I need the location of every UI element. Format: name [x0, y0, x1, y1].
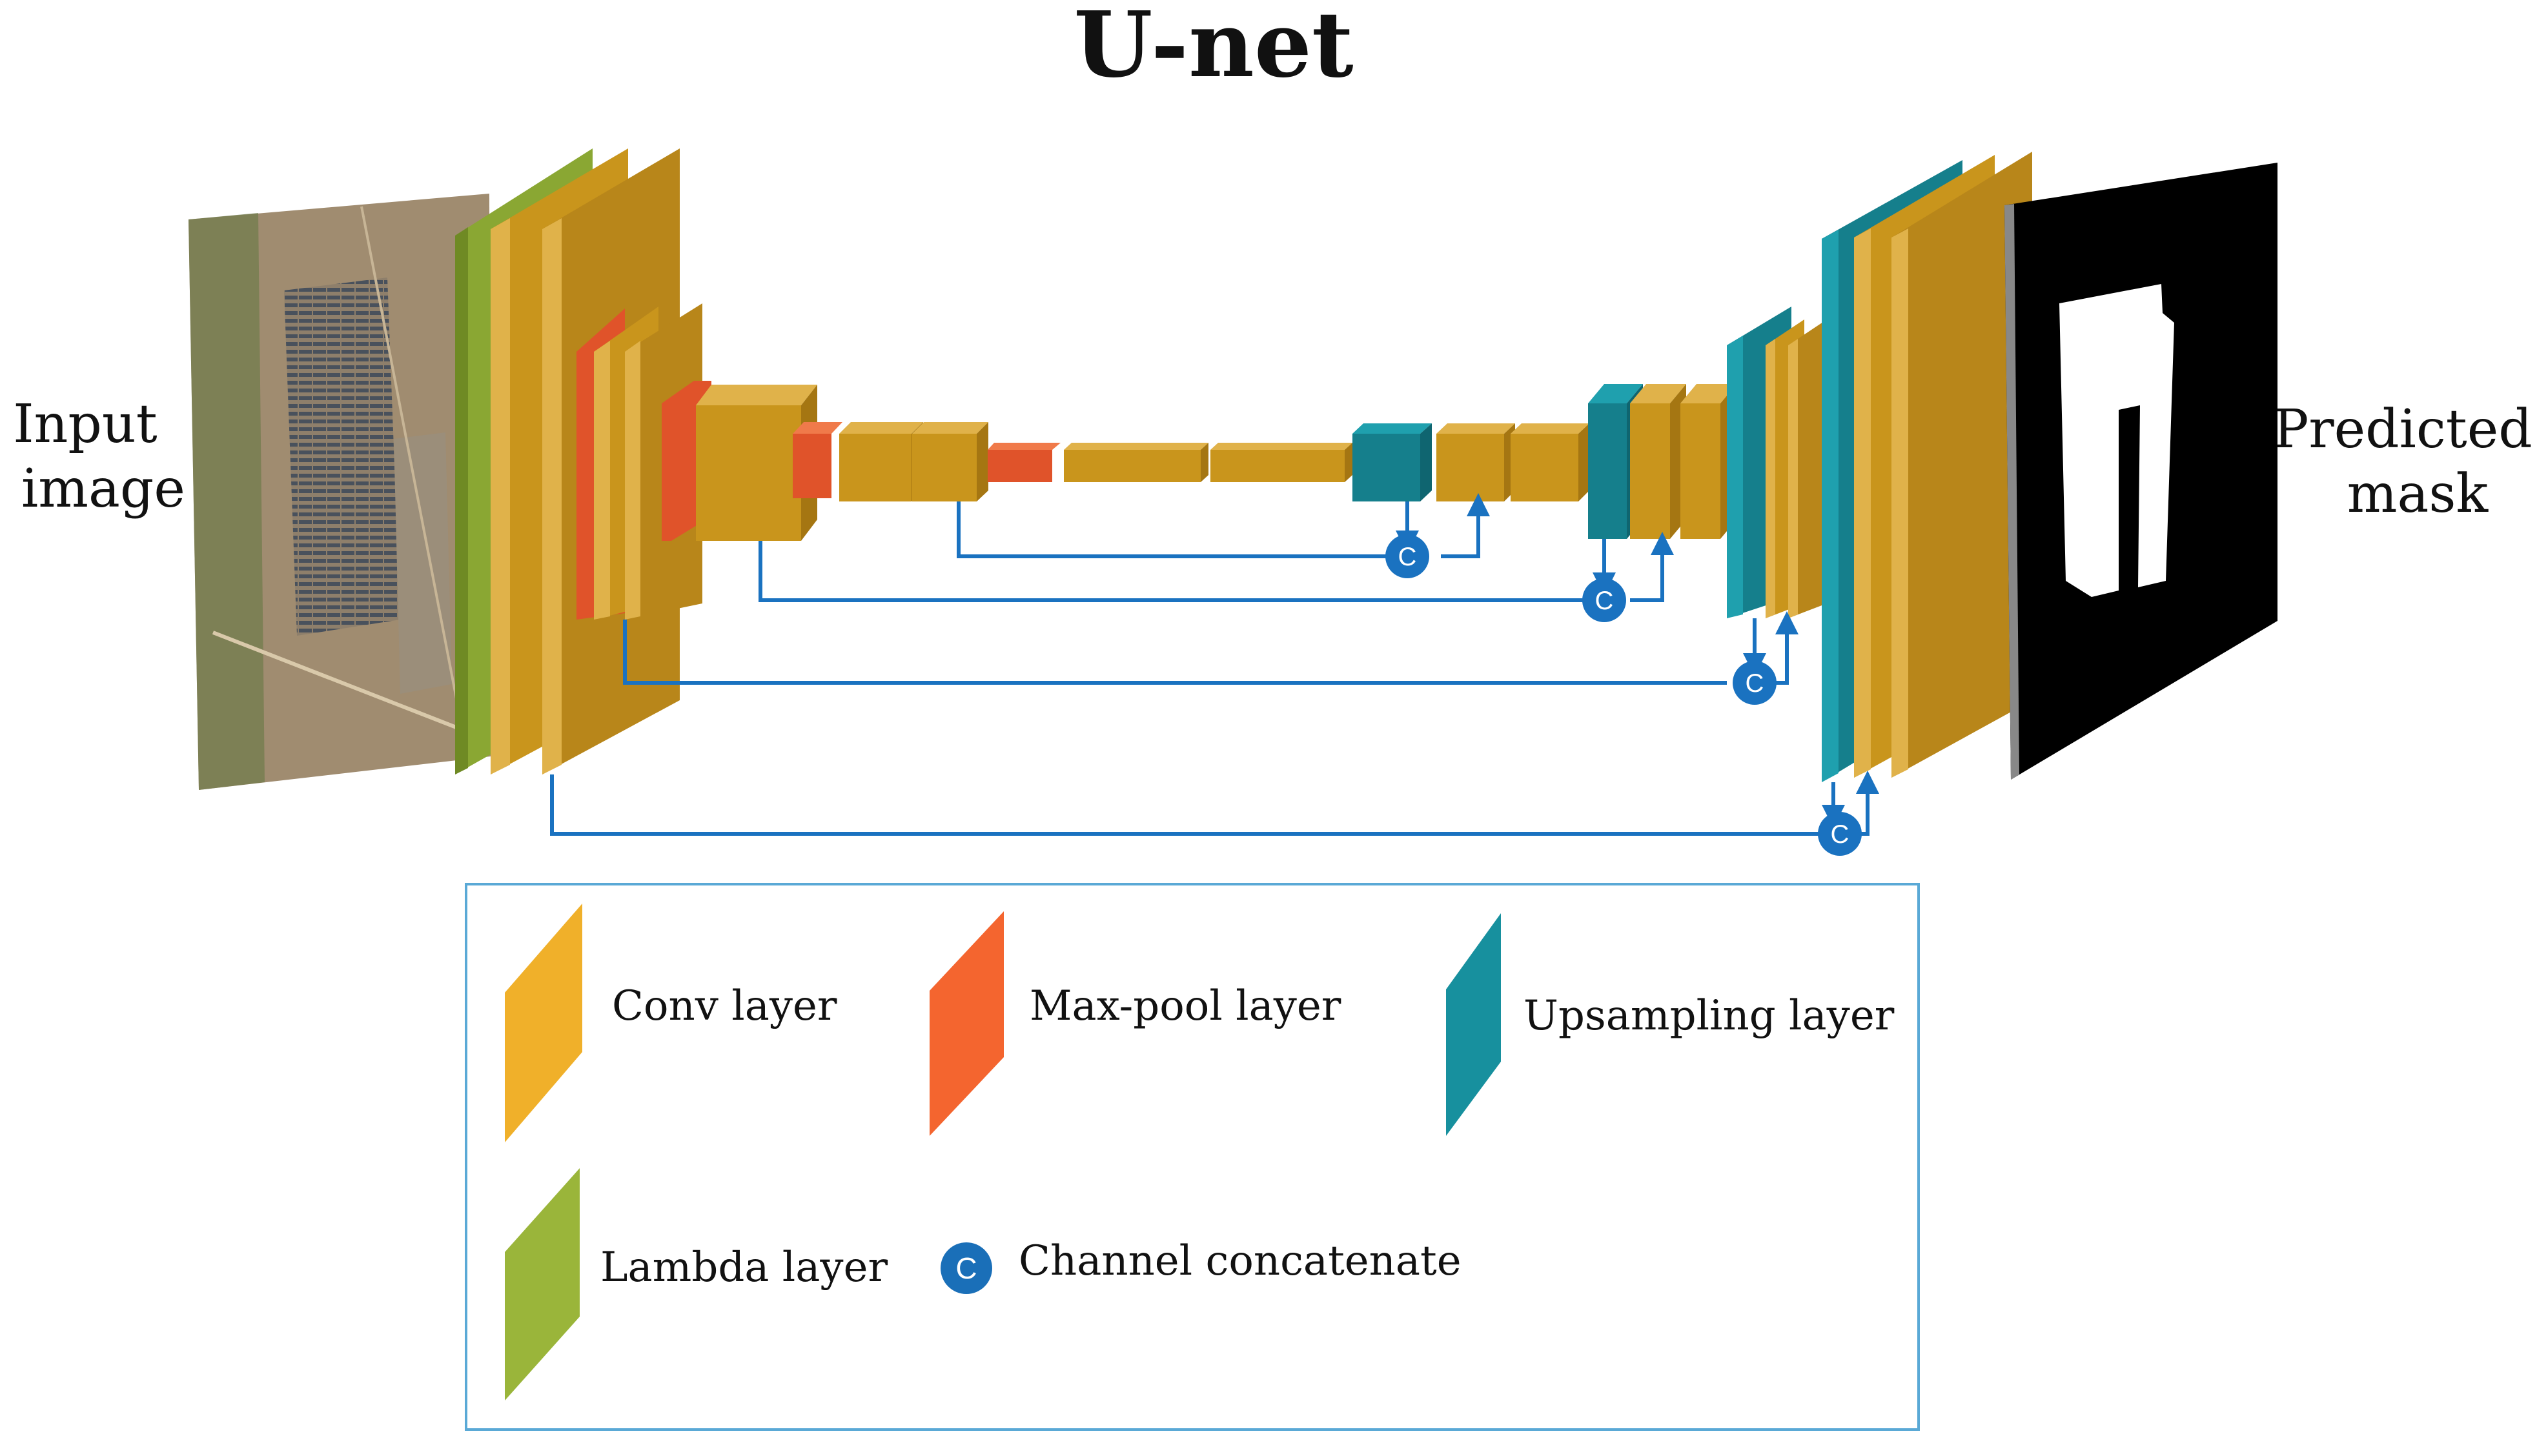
- conv-block-d4a: [1436, 423, 1515, 501]
- concat-node-4: C: [1818, 812, 1862, 856]
- concat-node-4-symbol: C: [1831, 820, 1849, 849]
- legend-concat-symbol: C: [955, 1251, 977, 1285]
- concat-node-3: C: [1733, 661, 1777, 705]
- upsampling-block-1: [1352, 423, 1432, 501]
- conv-block-d1b: [1891, 152, 2032, 778]
- output-label-line-2: mask: [2347, 463, 2489, 525]
- legend-swatch-conv: [505, 904, 582, 1142]
- bottleneck-conv-block-a: [1064, 443, 1208, 482]
- legend-item-lambda: Lambda layer: [505, 1168, 888, 1400]
- concatenate-icon: [941, 1242, 992, 1294]
- legend-item-conv: Conv layer: [505, 904, 837, 1142]
- legend-item-maxpool: Max-pool layer: [930, 911, 1341, 1136]
- concat-node-1: C: [1385, 534, 1429, 578]
- input-image-label: Input image: [13, 394, 185, 520]
- conv-block-4a: [839, 422, 923, 501]
- maxpool-block-4: [988, 443, 1061, 482]
- legend-item-concat: C Channel concatenate: [941, 1237, 1462, 1294]
- concat-node-2: C: [1582, 578, 1626, 622]
- legend-frame: [465, 883, 1920, 1431]
- legend-label-upsampling: Upsampling layer: [1523, 992, 1895, 1040]
- legend-swatch-lambda: [505, 1168, 580, 1400]
- bottleneck-conv-block-b: [1210, 443, 1352, 482]
- conv-block-d4b: [1511, 423, 1589, 501]
- legend-label-concat: Channel concatenate: [1019, 1237, 1462, 1285]
- maxpool-block-3: [793, 422, 842, 498]
- concat-node-3-symbol: C: [1746, 669, 1764, 698]
- conv-block-d2b: [1788, 319, 1827, 618]
- legend-swatch-maxpool: [930, 911, 1004, 1136]
- input-satellite-image: [188, 194, 491, 790]
- concat-node-2-symbol: C: [1595, 587, 1614, 615]
- concat-node-1-symbol: C: [1398, 543, 1417, 571]
- predicted-mask-image: [2004, 163, 2277, 780]
- predicted-mask-label: Predicted mask: [2273, 399, 2537, 525]
- legend: Conv layer Max-pool layer Upsampling lay…: [465, 883, 1920, 1431]
- diagram-title: U-net: [1074, 0, 1353, 98]
- legend-swatch-upsampling: [1446, 913, 1501, 1136]
- legend-item-upsampling: Upsampling layer: [1446, 913, 1895, 1136]
- conv-block-d3a: [1630, 384, 1686, 539]
- legend-label-maxpool: Max-pool layer: [1030, 982, 1341, 1030]
- input-label-line-2: image: [21, 458, 185, 520]
- input-label-line-1: Input: [13, 394, 158, 455]
- legend-label-conv: Conv layer: [612, 982, 837, 1030]
- output-label-line-1: Predicted: [2273, 399, 2532, 460]
- legend-label-lambda: Lambda layer: [600, 1244, 888, 1291]
- conv-block-4b: [912, 422, 988, 501]
- skip-connections: [550, 493, 1879, 836]
